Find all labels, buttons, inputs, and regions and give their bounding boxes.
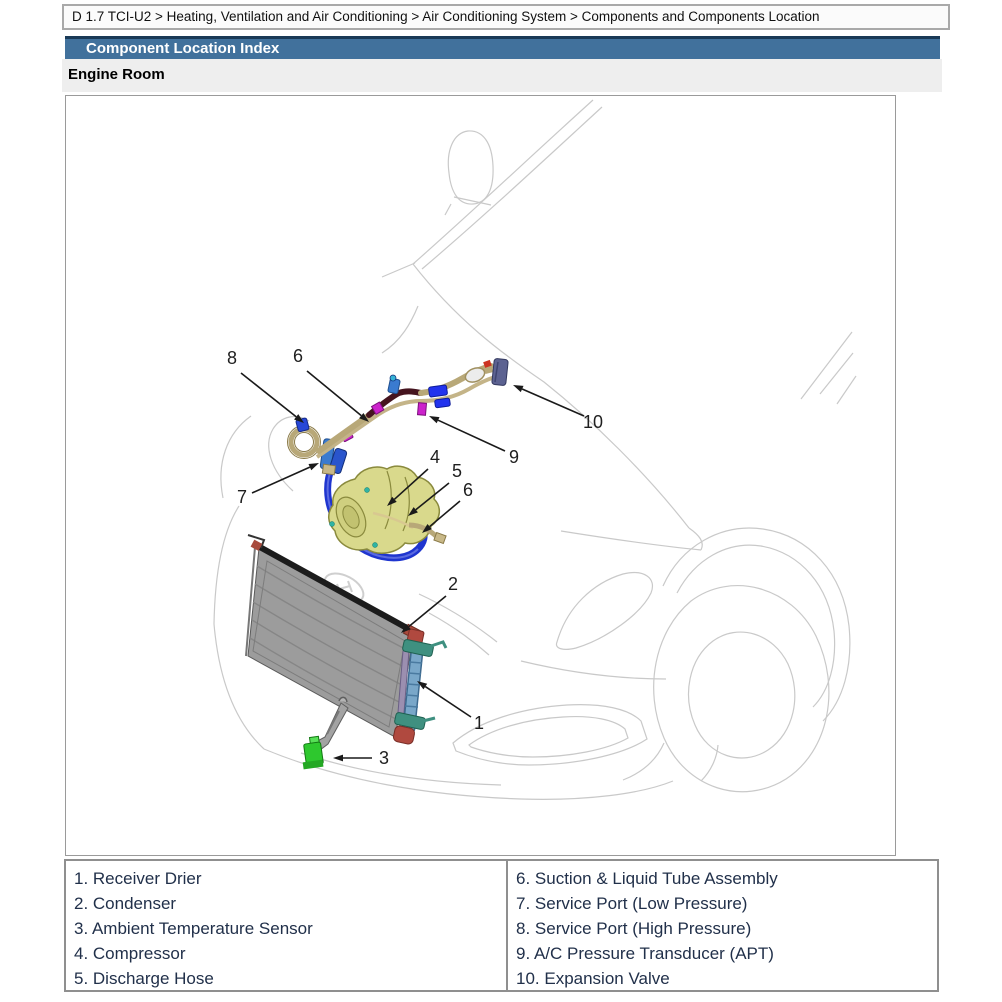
callout-arrowhead-7 (308, 463, 319, 471)
callout-number-6: 6 (463, 480, 473, 500)
legend-item: 7. Service Port (Low Pressure) (516, 894, 748, 913)
legend-item: 8. Service Port (High Pressure) (516, 919, 752, 938)
drier-top-clamp (402, 639, 434, 657)
callout-arrow-4 (393, 468, 429, 500)
callout-arrow-1 (424, 685, 472, 718)
callout-arrowhead-1 (417, 681, 428, 690)
callout-arrowhead-3 (333, 754, 343, 762)
callout-arrowhead-2 (401, 624, 411, 633)
condenser (245, 534, 422, 738)
expansion-valve (491, 358, 509, 386)
callout-arrow-2 (408, 595, 447, 628)
callout-number-9: 9 (509, 447, 519, 467)
compressor (328, 465, 447, 555)
callout-arrowhead-6 (359, 413, 369, 422)
callout-number-7: 7 (237, 487, 247, 507)
callout-number-2: 2 (448, 574, 458, 594)
legend-item: 2. Condenser (74, 894, 177, 913)
legend-item: 9. A/C Pressure Transducer (APT) (516, 944, 774, 963)
callout-arrow-9 (437, 419, 506, 452)
callout-arrowhead-10 (513, 385, 524, 393)
tube-muffler (464, 367, 486, 383)
suction-liquid-tube-assembly (315, 358, 509, 459)
service-ports (287, 417, 354, 476)
condenser-top-rail (255, 543, 419, 636)
legend-item: 5. Discharge Hose (74, 969, 214, 988)
callout-arrow-10 (521, 388, 585, 417)
subsection-band (62, 59, 942, 92)
callout-arrow-6 (429, 500, 461, 528)
legend-item: 6. Suction & Liquid Tube Assembly (516, 869, 778, 888)
callout-arrow-8 (240, 372, 297, 418)
callout-arrowhead-5 (408, 507, 418, 516)
legend-column-right: 6. Suction & Liquid Tube Assembly 7. Serv… (508, 861, 937, 990)
legend-item: 1. Receiver Drier (74, 869, 202, 888)
drier-bottom-clamp (394, 712, 426, 730)
car-outline (213, 99, 857, 800)
callout-arrow-7 (251, 466, 311, 494)
callout-arrow-6 (306, 370, 362, 417)
legend-item: 10. Expansion Valve (516, 969, 670, 988)
callout-number-4: 4 (430, 447, 440, 467)
legend-table: 1. Receiver Drier 2. Condenser 3. Ambient … (64, 859, 939, 992)
callout-number-6: 6 (293, 346, 303, 366)
callout-number-8: 8 (227, 348, 237, 368)
legend-item: 4. Compressor (74, 944, 186, 963)
callout-arrowhead-6 (422, 523, 432, 533)
callout-number-5: 5 (452, 461, 462, 481)
section-header-bar: Component Location Index (65, 36, 940, 59)
legend-item: 3. Ambient Temperature Sensor (74, 919, 313, 938)
receiver-drier (392, 628, 448, 745)
apt-sensor (416, 402, 428, 416)
callout-arrow-5 (415, 482, 450, 511)
callout-number-1: 1 (474, 713, 484, 733)
drier-bottom-fitting (392, 725, 416, 745)
page-title: Component Location Index (86, 40, 280, 57)
callout-arrowhead-4 (387, 496, 397, 506)
subsection-title: Engine Room (68, 66, 165, 83)
breadcrumb[interactable]: D 1.7 TCI-U2 > Heating, Ventilation and … (62, 4, 950, 30)
callout-arrowhead-9 (429, 416, 440, 424)
legend-column-left: 1. Receiver Drier 2. Condenser 3. Ambient … (66, 861, 508, 990)
callout-arrowhead-8 (294, 414, 304, 423)
callout-number-10: 10 (583, 412, 603, 432)
ambient-temp-sensor-assembly (302, 696, 349, 770)
callout-number-3: 3 (379, 748, 389, 768)
